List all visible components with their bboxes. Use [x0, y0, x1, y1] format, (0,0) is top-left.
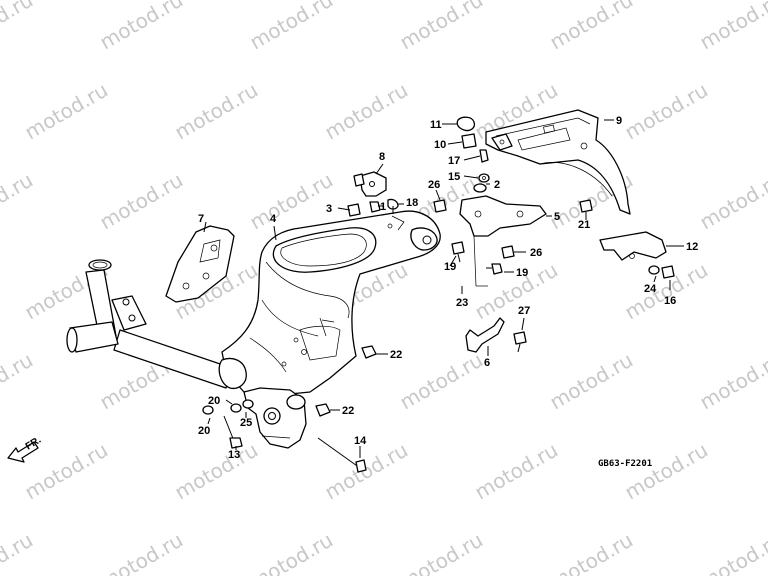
watermark-text: motod.ru: [321, 438, 412, 505]
part-number-labels: 7 4 8 3 1 18 11 10 17 15 2 26 5 26 19 19…: [198, 115, 698, 461]
watermark-text: motod.ru: [696, 348, 768, 415]
label-part-5: 5: [554, 211, 560, 223]
label-part-3: 3: [326, 203, 332, 215]
watermark-text: motod.ru: [0, 528, 37, 576]
label-part-9: 9: [616, 115, 622, 127]
label-part-21: 21: [578, 219, 590, 231]
label-part-13: 13: [228, 449, 240, 461]
nuts-15-2: [473, 173, 490, 193]
frame-body-part: [221, 210, 441, 397]
label-part-19-left: 19: [444, 261, 456, 273]
label-part-10: 10: [434, 139, 446, 151]
watermark-text: motod.ru: [546, 0, 637, 54]
bolts-13-20-25: [202, 399, 254, 449]
label-part-25: 25: [240, 417, 252, 429]
bolt-21: [579, 199, 593, 213]
bolt-27: [513, 331, 527, 353]
frame-tube: [66, 259, 247, 390]
rear-fender-part: [485, 109, 631, 215]
fasteners-upper: [347, 198, 399, 217]
watermark-text: motod.ru: [621, 78, 712, 145]
watermark-text: motod.ru: [396, 348, 487, 415]
watermark-text: motod.ru: [321, 78, 412, 145]
watermark-text: motod.ru: [171, 438, 262, 505]
label-part-11: 11: [430, 119, 442, 131]
bracket-12-part: [599, 231, 667, 261]
label-part-24: 24: [644, 283, 657, 295]
label-part-4: 4: [270, 213, 277, 225]
watermark-text: motod.ru: [246, 528, 337, 576]
watermark-text: motod.ru: [0, 0, 37, 54]
watermark-text: motod.ru: [696, 528, 768, 576]
bolts-19-23: [451, 241, 503, 275]
label-part-27: 27: [518, 305, 530, 317]
label-part-17: 17: [448, 155, 460, 167]
diagram-code: GB63-F2201: [598, 459, 652, 469]
label-part-8: 8: [379, 151, 385, 163]
label-part-12: 12: [686, 241, 698, 253]
label-part-23: 23: [456, 297, 468, 309]
watermark-text: motod.ru: [396, 528, 487, 576]
label-part-26-lower: 26: [530, 247, 542, 259]
stay-bracket-part: [459, 195, 547, 287]
watermark-text: motod.ru: [96, 0, 187, 54]
leader-lines: [203, 119, 684, 458]
watermark-text: motod.ru: [396, 0, 487, 54]
watermark-text: motod.ru: [171, 78, 262, 145]
bolts-26: [433, 199, 515, 259]
label-part-16: 16: [664, 295, 676, 307]
watermark-text: motod.ru: [96, 528, 187, 576]
watermark-text: motod.ru: [471, 438, 562, 505]
side-plate-part: [165, 225, 235, 303]
engine-mount-bracket: [243, 387, 307, 449]
watermark-text: motod.ru: [621, 438, 712, 505]
label-part-19-right: 19: [516, 267, 528, 279]
label-part-22-lower: 22: [342, 405, 354, 417]
long-bolt-14: [317, 437, 367, 473]
fender-clips: [456, 116, 489, 163]
label-part-20-upper: 20: [208, 395, 220, 407]
label-part-18: 18: [406, 197, 418, 209]
label-part-22-upper: 22: [390, 349, 402, 361]
watermark-text: motod.ru: [546, 348, 637, 415]
watermark-text: motod.ru: [96, 168, 187, 235]
cable-guide-part: [465, 317, 505, 353]
watermark-text: motod.ru: [696, 168, 768, 235]
label-part-15: 15: [448, 171, 460, 183]
label-part-1: 1: [380, 201, 386, 213]
watermark-text: motod.ru: [21, 78, 112, 145]
front-direction-arrow: FR.: [7, 435, 43, 463]
label-part-20-lower: 20: [198, 425, 210, 437]
clip-bracket-part: [353, 171, 387, 197]
watermark-text: motod.ru: [696, 0, 768, 54]
label-part-14: 14: [354, 435, 367, 447]
label-part-7: 7: [198, 213, 204, 225]
bolts-16-24: [648, 265, 675, 279]
label-part-6: 6: [484, 357, 490, 369]
watermark-text: motod.ru: [546, 528, 637, 576]
label-part-26-upper: 26: [428, 179, 440, 191]
watermark-text: motod.ru: [0, 168, 37, 235]
watermark-text: motod.ru: [0, 348, 37, 415]
watermark-text: motod.ru: [246, 0, 337, 54]
label-part-2: 2: [494, 179, 500, 191]
